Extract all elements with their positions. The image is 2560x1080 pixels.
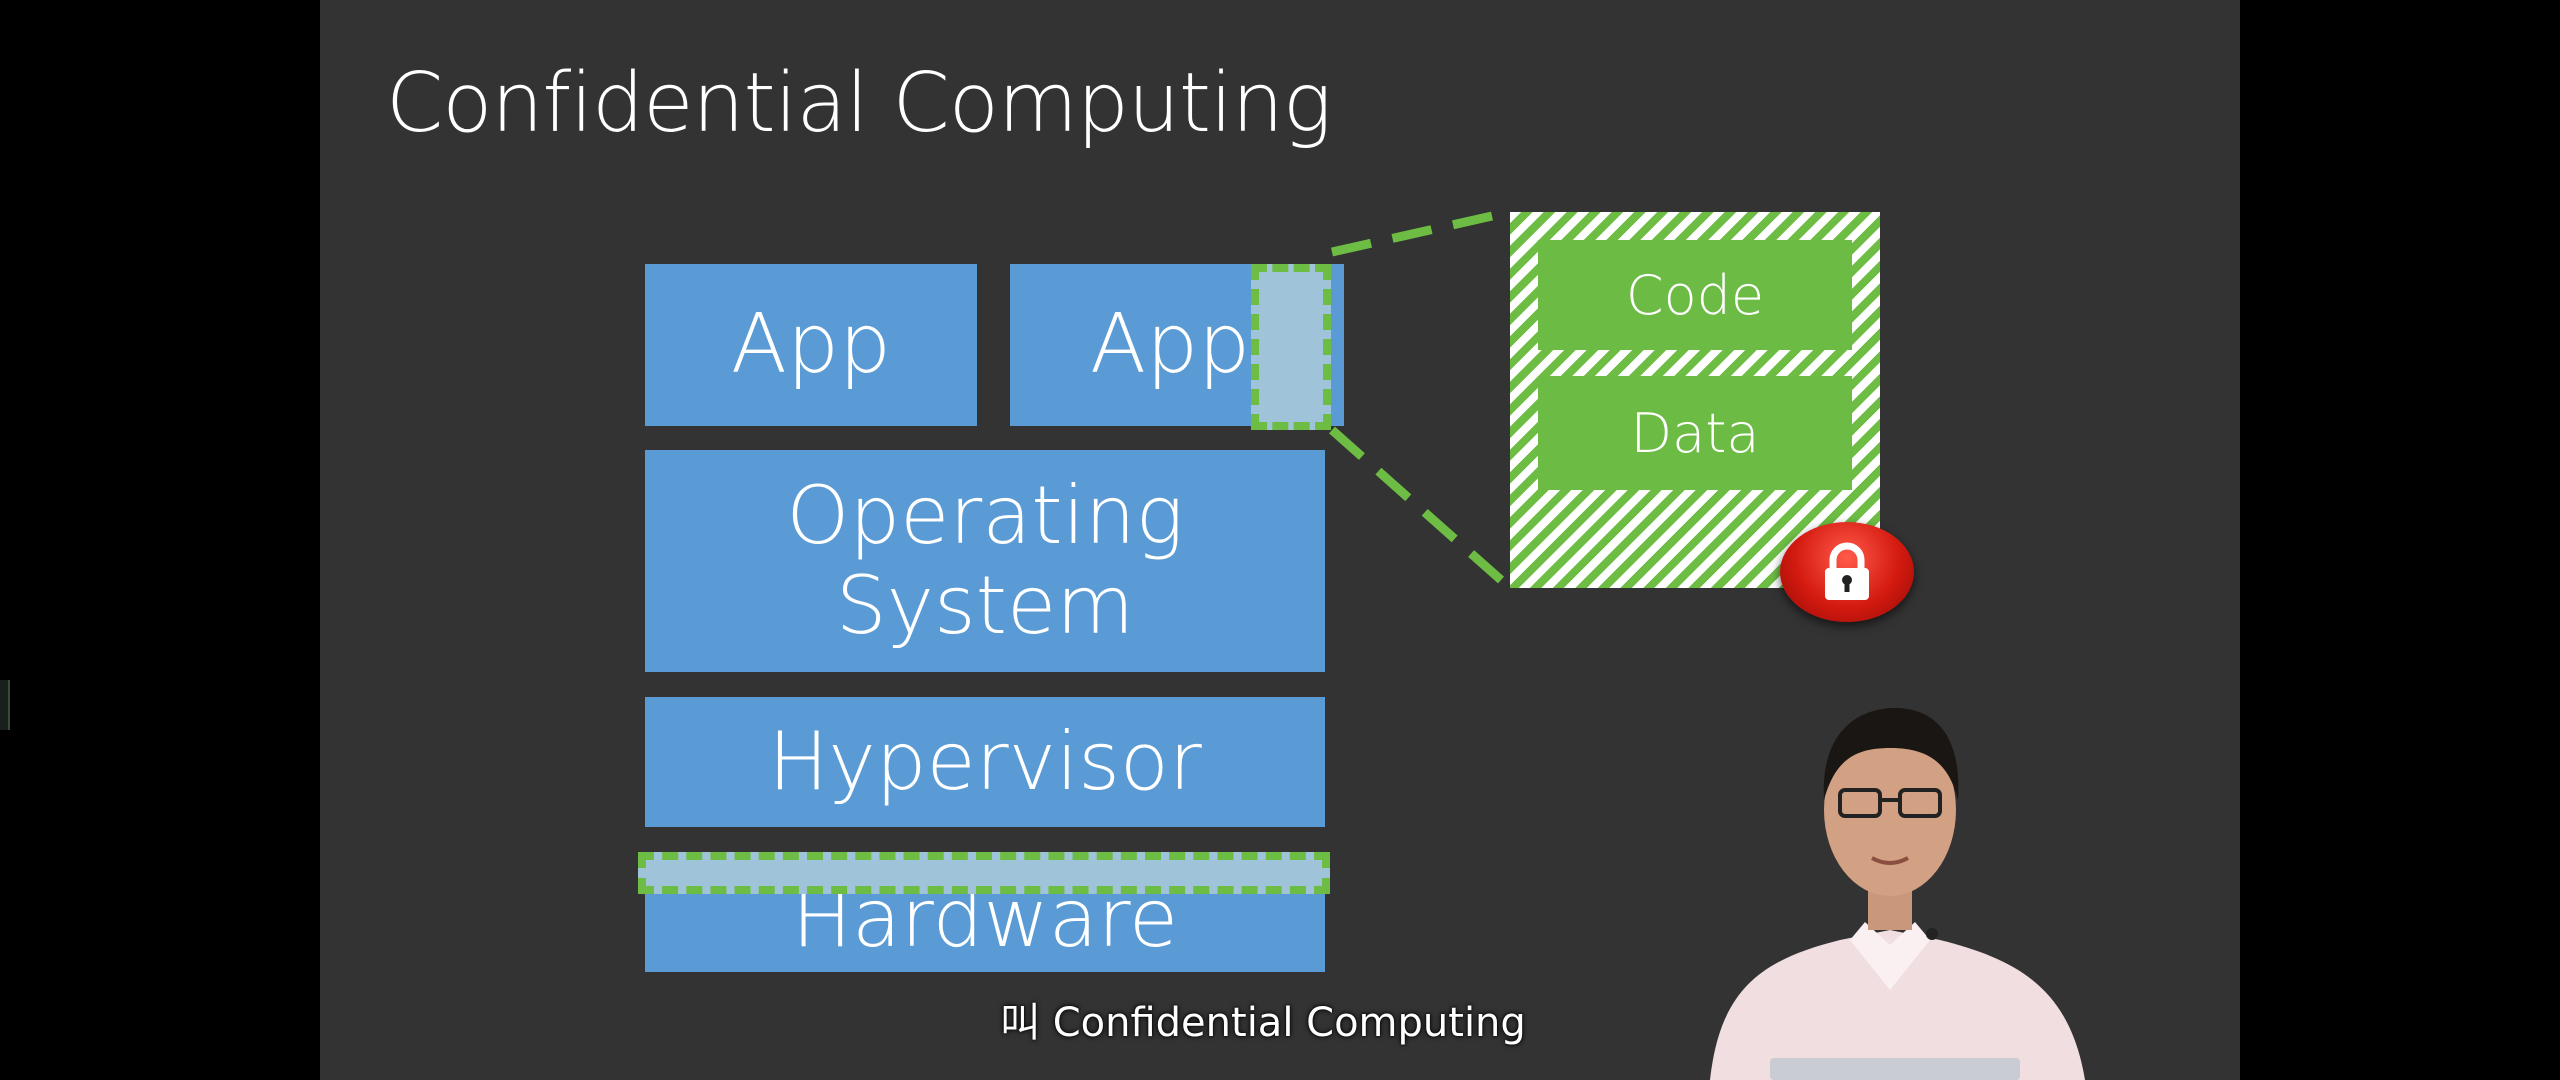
presenter-collar [1850, 922, 1930, 990]
presenter-mouth [1871, 856, 1909, 865]
padlock-glyph [1825, 542, 1869, 600]
video-subtitle: 叫 Confidential Computing [1000, 1000, 1526, 1046]
presentation-slide: Confidential Computing App App Operating… [320, 0, 2240, 1080]
glasses-icon [1838, 788, 1942, 818]
enclave-box: Code Data [1510, 212, 1880, 588]
connector-line-top [1331, 207, 1511, 257]
app-block-left: App [645, 264, 977, 426]
operating-system-block: Operating System [645, 450, 1325, 672]
presenter-hair [1823, 708, 1959, 800]
data-block: Data [1538, 376, 1852, 490]
padlock-icon [1780, 522, 1914, 622]
connector-line-bottom [1329, 426, 1513, 592]
presenter-video [1710, 708, 2085, 1080]
slide-title: Confidential Computing [386, 56, 1332, 151]
edge-handle[interactable] [0, 680, 10, 730]
laptop [1770, 1058, 2020, 1080]
presenter-head [1824, 724, 1956, 896]
presenter-body [1710, 930, 2085, 1080]
lapel-microphone-icon [1926, 928, 1938, 940]
code-block: Code [1538, 240, 1852, 350]
app-enclave-region [1251, 264, 1331, 430]
hypervisor-block: Hypervisor [645, 697, 1325, 827]
hardware-trust-band [638, 852, 1330, 894]
